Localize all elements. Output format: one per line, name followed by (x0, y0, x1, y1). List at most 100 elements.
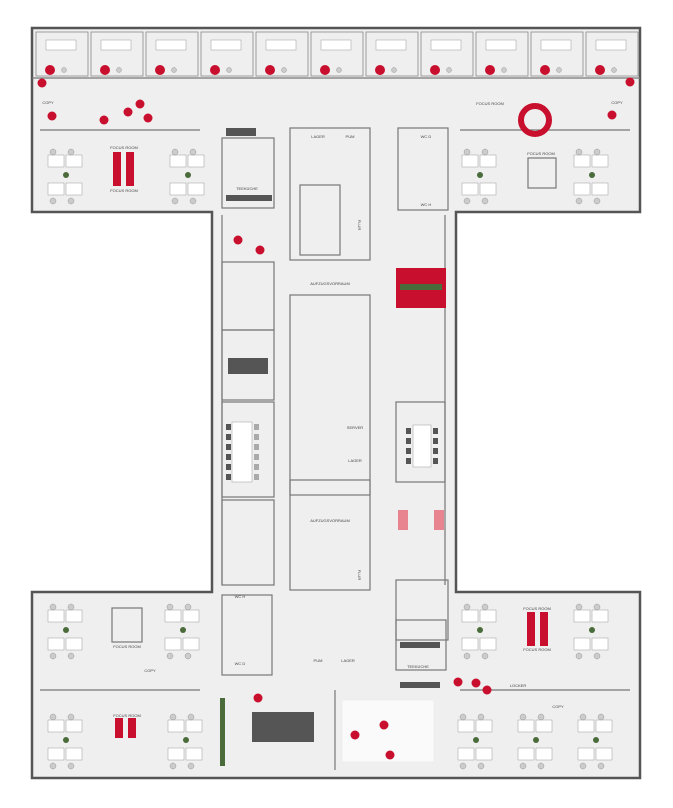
plant (533, 737, 539, 743)
chair (61, 67, 67, 73)
meeting-room-right (395, 401, 446, 483)
label-teekueche: TEEKÜCHE (407, 664, 429, 669)
focus-pod (128, 718, 136, 738)
label-wc-d: WC D (421, 134, 432, 139)
desk (591, 154, 609, 168)
desk (577, 719, 595, 733)
office-cell (585, 31, 639, 77)
plant (63, 627, 69, 633)
chair (226, 454, 231, 460)
desk (210, 39, 242, 51)
red-seat (385, 750, 395, 760)
kitchen-counter (400, 642, 440, 648)
label-copy: COPY (552, 704, 564, 709)
chair (49, 197, 57, 205)
desk (461, 609, 479, 623)
chair (593, 197, 601, 205)
label-focus-room: FOCUS ROOM (523, 606, 551, 611)
chair (537, 762, 545, 770)
focus-room-table (527, 157, 557, 189)
plant (63, 737, 69, 743)
label-locker: LOCKER (510, 683, 527, 688)
desk (475, 719, 493, 733)
focus-pod (540, 612, 548, 646)
chair (556, 67, 562, 73)
kitchen-counter (400, 682, 440, 688)
desk (169, 182, 187, 196)
desk (461, 154, 479, 168)
plant (589, 627, 595, 633)
desk (265, 39, 297, 51)
label-focus-room: FOCUS ROOM (110, 145, 138, 150)
desk (479, 609, 497, 623)
label-focus-room: FOCUS ROOM (110, 188, 138, 193)
chair (406, 428, 411, 434)
chair (433, 458, 438, 464)
desk (65, 637, 83, 651)
teekueche-bottom (395, 619, 447, 671)
plant (63, 172, 69, 178)
chair (171, 148, 179, 156)
desk (591, 637, 609, 651)
desk (47, 719, 65, 733)
chair (226, 67, 232, 73)
chair (116, 67, 122, 73)
chair (446, 67, 452, 73)
label-copy: COPY (144, 668, 156, 673)
chair (593, 148, 601, 156)
desk (475, 747, 493, 761)
label-wc-h: WC H (235, 594, 246, 599)
desk (573, 154, 591, 168)
desk (461, 182, 479, 196)
desk (577, 747, 595, 761)
desk (595, 747, 613, 761)
label-lager: LAGER (341, 658, 355, 663)
red-seat (99, 115, 109, 125)
round-sofa (518, 103, 552, 137)
chair (166, 603, 174, 611)
chair (226, 434, 231, 440)
plant (473, 737, 479, 743)
red-seat (453, 677, 463, 687)
desk (47, 747, 65, 761)
desk (164, 637, 182, 651)
chair (49, 652, 57, 660)
red-seat (255, 245, 265, 255)
chair (406, 448, 411, 454)
lounge-chair (155, 65, 165, 75)
chair (481, 652, 489, 660)
desk (65, 609, 83, 623)
chair (254, 454, 259, 460)
desk (591, 182, 609, 196)
desk (169, 154, 187, 168)
chair (611, 67, 617, 73)
lounge-chair (210, 65, 220, 75)
chair (254, 444, 259, 450)
desk (47, 609, 65, 623)
label-aufzugsvorraum: AUFZUGSVORRAUM (310, 518, 350, 523)
label-teekueche: TEEKÜCHE (236, 186, 258, 191)
label-focus-room: FOCUS ROOM (113, 644, 141, 649)
lounge-chair (265, 65, 275, 75)
focus-pod (126, 152, 134, 186)
desk (540, 39, 572, 51)
desk (591, 609, 609, 623)
chair (67, 148, 75, 156)
desk (457, 747, 475, 761)
chair (67, 603, 75, 611)
label-focus-room: FOCUS ROOM (476, 101, 504, 106)
chair (67, 197, 75, 205)
desk (65, 719, 83, 733)
label-copy: COPY (611, 100, 623, 105)
label-lager: LAGER (348, 458, 362, 463)
office-cell (530, 31, 584, 77)
plant (477, 172, 483, 178)
chair (391, 67, 397, 73)
exterior-wall (30, 26, 642, 780)
top-office-cells (35, 31, 639, 77)
chair (166, 652, 174, 660)
label-wc-d: WC D (235, 661, 246, 666)
desk (320, 39, 352, 51)
label-flur: FLUR (357, 570, 362, 581)
desk (167, 747, 185, 761)
